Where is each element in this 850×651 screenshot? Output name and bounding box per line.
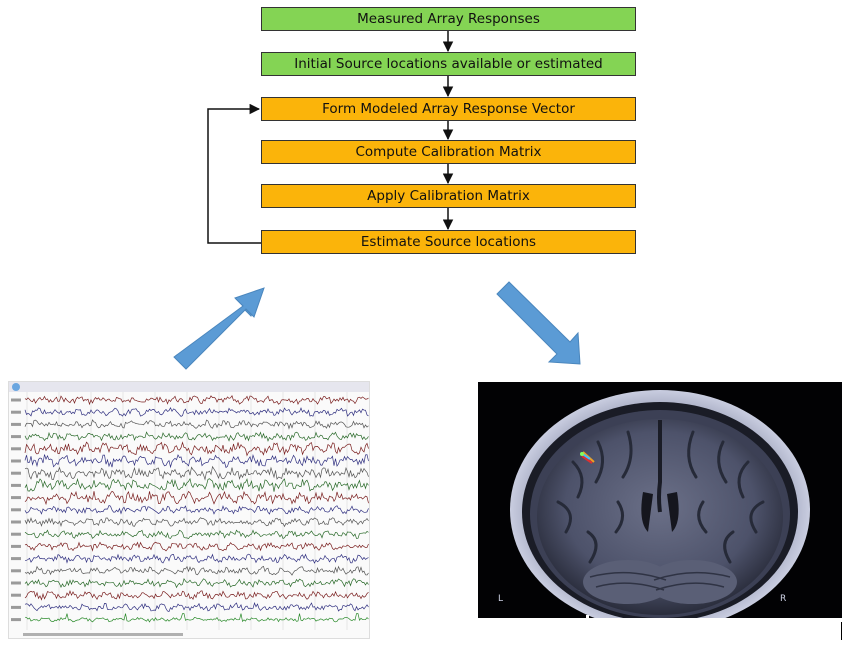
step-compute-calibration-matrix: Compute Calibration Matrix: [261, 140, 636, 164]
eeg-channel-label: [11, 422, 21, 426]
eeg-channel-trace: [24, 589, 369, 601]
step-label: Measured Array Responses: [357, 11, 540, 27]
step-label: Estimate Source locations: [360, 234, 537, 250]
eeg-channel-trace: [24, 454, 369, 469]
eeg-channel-label: [11, 569, 21, 573]
eeg-channel-label: [11, 398, 21, 402]
eeg-app-icon: [12, 383, 20, 391]
eeg-channel-trace: [24, 613, 369, 623]
step-label: Compute Calibration Matrix: [355, 144, 542, 160]
eeg-recording-image: [8, 381, 370, 639]
eeg-channel-label: [11, 520, 21, 524]
eeg-channel-label: [11, 508, 21, 512]
step-apply-calibration-matrix: Apply Calibration Matrix: [261, 184, 636, 208]
eeg-channel-label: [11, 410, 21, 414]
eeg-channel-trace: [24, 577, 369, 589]
eeg-channel-label: [11, 581, 21, 585]
eeg-channel-label: [11, 483, 21, 487]
eeg-channel-label: [11, 557, 21, 561]
mri-left-label: L: [498, 594, 504, 604]
eeg-channel-trace: [24, 395, 369, 406]
eeg-channel-trace: [24, 517, 369, 528]
step-initial-source-locations: Initial Source locations available or es…: [261, 52, 636, 76]
mri-brain-scan: [510, 390, 810, 618]
step-measured-array-responses: Measured Array Responses: [261, 7, 636, 31]
eeg-channel-label: [11, 593, 21, 597]
eeg-traces: [9, 382, 369, 636]
eeg-channel-trace: [24, 406, 369, 417]
eeg-channel-trace: [25, 553, 369, 564]
eeg-channel-trace: [24, 419, 369, 430]
mri-right-label: R: [780, 594, 787, 604]
eeg-channel-label: [11, 605, 21, 609]
source-location-marker: [580, 451, 595, 464]
eeg-channel-trace: [24, 441, 369, 457]
eeg-channel-trace: [24, 465, 369, 481]
eeg-channel-trace: [24, 541, 369, 552]
step-label: Form Modeled Array Response Vector: [322, 101, 575, 117]
text-cursor-mark: [841, 622, 842, 640]
step-estimate-source-locations: Estimate Source locations: [261, 230, 636, 254]
eeg-channel-label: [11, 459, 21, 463]
step-label: Apply Calibration Matrix: [367, 188, 530, 204]
eeg-channel-trace: [24, 602, 369, 613]
eeg-channel-trace: [24, 529, 369, 540]
eeg-channel-label: [11, 435, 21, 439]
mri-brain-image: L R: [478, 382, 842, 618]
eeg-channel-label: [11, 544, 21, 548]
eeg-channel-trace: [24, 565, 369, 576]
eeg-channel-trace: [24, 431, 369, 442]
step-form-modeled-array-response-vector: Form Modeled Array Response Vector: [261, 97, 636, 121]
big-arrow-down-right: [496, 281, 581, 365]
eeg-status-strip: [23, 633, 183, 636]
eeg-channel-label: [11, 471, 21, 475]
eeg-channel-label: [11, 496, 21, 500]
eeg-channel-trace: [24, 477, 369, 492]
eeg-channel-trace: [24, 490, 369, 506]
eeg-channel-label: [11, 532, 21, 536]
eeg-channel-label: [11, 447, 21, 451]
eeg-channel-label: [11, 618, 21, 622]
eeg-channel-trace: [24, 505, 369, 515]
feedback-loop-arrow: [207, 103, 261, 244]
step-label: Initial Source locations available or es…: [294, 56, 603, 72]
